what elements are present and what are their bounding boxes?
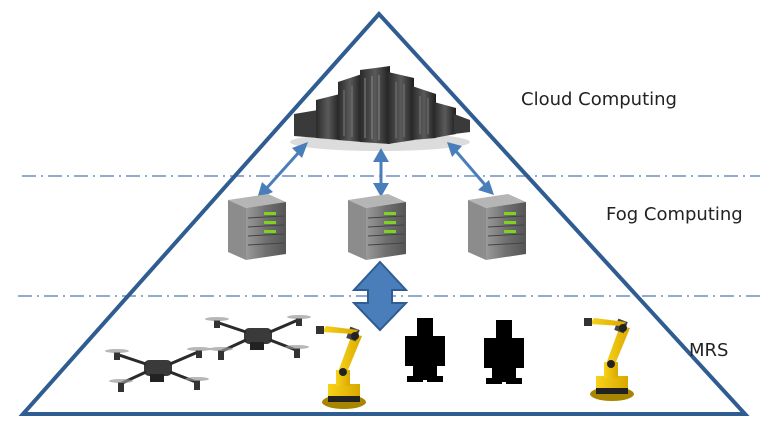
human-icon <box>484 320 524 384</box>
cloud-fog-arrows <box>257 142 494 199</box>
pyramid-outline <box>18 11 750 416</box>
drone-icon <box>103 345 213 394</box>
fog-server-left-icon <box>227 193 287 261</box>
server-cluster-icon <box>290 66 470 151</box>
robot-arm-icon <box>316 326 366 409</box>
cloud-computing-label: Cloud Computing <box>521 89 677 110</box>
human-icon <box>405 318 445 382</box>
robot-arm-icon <box>584 318 634 401</box>
fog-server-center-icon <box>347 193 407 261</box>
fog-server-right-icon <box>467 193 527 261</box>
mrs-label: MRS <box>689 340 729 361</box>
drone-icon <box>203 313 313 362</box>
fog-computing-label: Fog Computing <box>606 204 743 225</box>
fog-mrs-arrow <box>351 260 409 332</box>
